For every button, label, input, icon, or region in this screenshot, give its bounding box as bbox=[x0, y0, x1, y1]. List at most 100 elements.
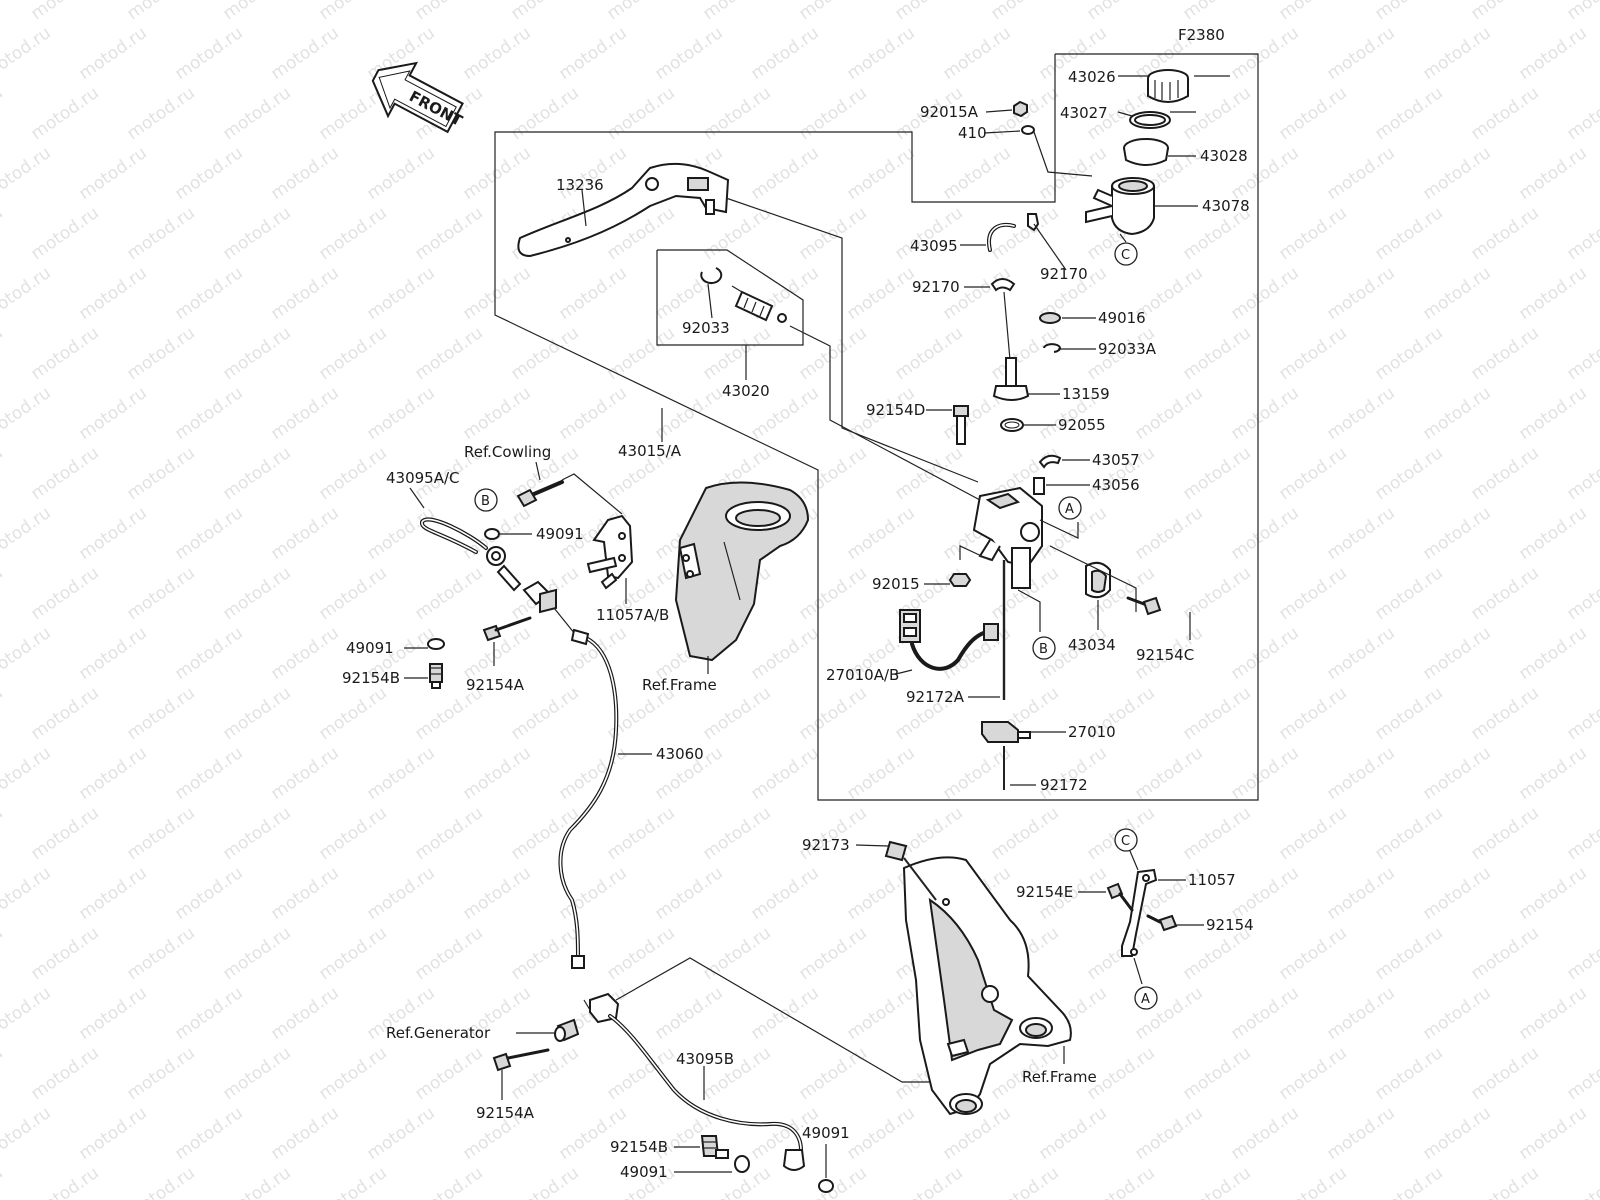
watermark-text: motod.ru bbox=[123, 803, 198, 864]
watermark-text: motod.ru bbox=[0, 863, 55, 924]
watermark-text: motod.ru bbox=[795, 203, 870, 264]
diagram-code: F2380 bbox=[1178, 26, 1225, 44]
hose-43060-fitting-bottom bbox=[571, 955, 585, 969]
bolt-92154D bbox=[953, 405, 969, 445]
watermark-text: motod.ru bbox=[219, 0, 294, 24]
label-ref-frame-lower: Ref.Frame bbox=[1022, 1068, 1097, 1086]
watermark-text: motod.ru bbox=[459, 863, 534, 924]
watermark-text: motod.ru bbox=[1179, 443, 1254, 504]
watermark-text: motod.ru bbox=[315, 323, 390, 384]
watermark-text: motod.ru bbox=[171, 263, 246, 324]
watermark-text: motod.ru bbox=[1563, 563, 1600, 624]
callout-c-lower-label: C bbox=[1121, 834, 1130, 849]
label-92154B-lower: 92154B bbox=[610, 1138, 668, 1156]
watermark-text: motod.ru bbox=[363, 743, 438, 804]
watermark-text: motod.ru bbox=[0, 1043, 7, 1104]
callout-b-right-label: B bbox=[1039, 642, 1048, 657]
watermark-text: motod.ru bbox=[1467, 83, 1542, 144]
watermark-text: motod.ru bbox=[123, 203, 198, 264]
watermark-text: motod.ru bbox=[363, 863, 438, 924]
watermark-text: motod.ru bbox=[507, 803, 582, 864]
watermark-text: motod.ru bbox=[987, 1163, 1062, 1200]
watermark-text: motod.ru bbox=[459, 143, 534, 204]
watermark-text: motod.ru bbox=[555, 383, 630, 444]
watermark-text: motod.ru bbox=[1515, 983, 1590, 1044]
watermark-text: motod.ru bbox=[891, 1163, 966, 1200]
watermark-text: motod.ru bbox=[1563, 203, 1600, 264]
label-92154: 92154 bbox=[1206, 916, 1254, 934]
watermark-text: motod.ru bbox=[507, 83, 582, 144]
watermark-text: motod.ru bbox=[1131, 1103, 1206, 1164]
watermark-text: motod.ru bbox=[1371, 803, 1446, 864]
label-43095AC: 43095A/C bbox=[386, 469, 460, 487]
label-43034: 43034 bbox=[1068, 636, 1116, 654]
watermark-text: motod.ru bbox=[1563, 1043, 1600, 1104]
label-49016: 49016 bbox=[1098, 309, 1146, 327]
watermark-text: motod.ru bbox=[0, 443, 7, 504]
callout-b-right bbox=[1032, 636, 1056, 660]
watermark-text: motod.ru bbox=[987, 803, 1062, 864]
watermark-text: motod.ru bbox=[1419, 863, 1494, 924]
watermark-text: motod.ru bbox=[459, 263, 534, 324]
subassembly-frame-43020 bbox=[656, 249, 804, 346]
watermark-text: motod.ru bbox=[0, 983, 55, 1044]
callout-b-left bbox=[474, 488, 498, 512]
watermark-text: motod.ru bbox=[27, 83, 102, 144]
watermark-text: motod.ru bbox=[1515, 503, 1590, 564]
watermark-text: motod.ru bbox=[651, 863, 726, 924]
watermark-text: motod.ru bbox=[1275, 83, 1350, 144]
watermark-text: motod.ru bbox=[75, 143, 150, 204]
watermark-text: motod.ru bbox=[0, 803, 7, 864]
watermark-text: motod.ru bbox=[699, 803, 774, 864]
label-43095B: 43095B bbox=[676, 1050, 734, 1068]
watermark-text: motod.ru bbox=[843, 503, 918, 564]
label-43056: 43056 bbox=[1092, 476, 1140, 494]
watermark-text: motod.ru bbox=[1275, 1043, 1350, 1104]
watermark-text: motod.ru bbox=[0, 23, 55, 84]
watermark-text: motod.ru bbox=[219, 323, 294, 384]
watermark-text: motod.ru bbox=[0, 263, 55, 324]
watermark-text: motod.ru bbox=[171, 863, 246, 924]
watermark-text: motod.ru bbox=[0, 203, 7, 264]
watermark-text: motod.ru bbox=[411, 923, 486, 984]
callout-a-lower bbox=[1134, 986, 1158, 1010]
watermark-text: motod.ru bbox=[1323, 983, 1398, 1044]
label-92172A: 92172A bbox=[906, 688, 965, 706]
watermark-text: motod.ru bbox=[123, 683, 198, 744]
watermark-text: motod.ru bbox=[1419, 1103, 1494, 1164]
watermark-text: motod.ru bbox=[459, 23, 534, 84]
watermark-text: motod.ru bbox=[1563, 323, 1600, 384]
bolt-ref-cowling bbox=[516, 480, 564, 508]
watermark-text: motod.ru bbox=[219, 923, 294, 984]
hose-fitting-13159 bbox=[992, 357, 1030, 401]
watermark-text: motod.ru bbox=[0, 83, 7, 144]
watermark-text: motod.ru bbox=[1563, 83, 1600, 144]
callout-c-top-label: C bbox=[1121, 248, 1130, 263]
watermark-text: motod.ru bbox=[123, 1163, 198, 1200]
watermark-text: motod.ru bbox=[891, 323, 966, 384]
watermark-text: motod.ru bbox=[0, 503, 55, 564]
watermark-text: motod.ru bbox=[555, 263, 630, 324]
reservoir-diaphragm-plate bbox=[1129, 111, 1171, 129]
watermark-text: motod.ru bbox=[1323, 383, 1398, 444]
watermark-text: motod.ru bbox=[1179, 683, 1254, 744]
label-92154B-left: 92154B bbox=[342, 669, 400, 687]
watermark-text: motod.ru bbox=[1371, 923, 1446, 984]
watermark-text: motod.ru bbox=[1323, 743, 1398, 804]
bracket-11057 bbox=[1121, 868, 1158, 957]
watermark-text: motod.ru bbox=[1323, 503, 1398, 564]
sensor-92173 bbox=[884, 840, 937, 901]
watermark-text: motod.ru bbox=[0, 623, 55, 684]
watermark-text: motod.ru bbox=[315, 1163, 390, 1200]
callout-a-body-label: A bbox=[1065, 502, 1074, 517]
watermark-text: motod.ru bbox=[315, 923, 390, 984]
watermark-text: motod.ru bbox=[75, 23, 150, 84]
watermark-text: motod.ru bbox=[1515, 623, 1590, 684]
watermark-text: motod.ru bbox=[1179, 803, 1254, 864]
label-92154D: 92154D bbox=[866, 401, 925, 419]
watermark-text: motod.ru bbox=[987, 323, 1062, 384]
watermark-text: motod.ru bbox=[0, 1103, 55, 1164]
watermark-text: motod.ru bbox=[795, 323, 870, 384]
handlebar-clamp-43034 bbox=[1085, 561, 1111, 599]
label-11057: 11057 bbox=[1188, 871, 1236, 889]
